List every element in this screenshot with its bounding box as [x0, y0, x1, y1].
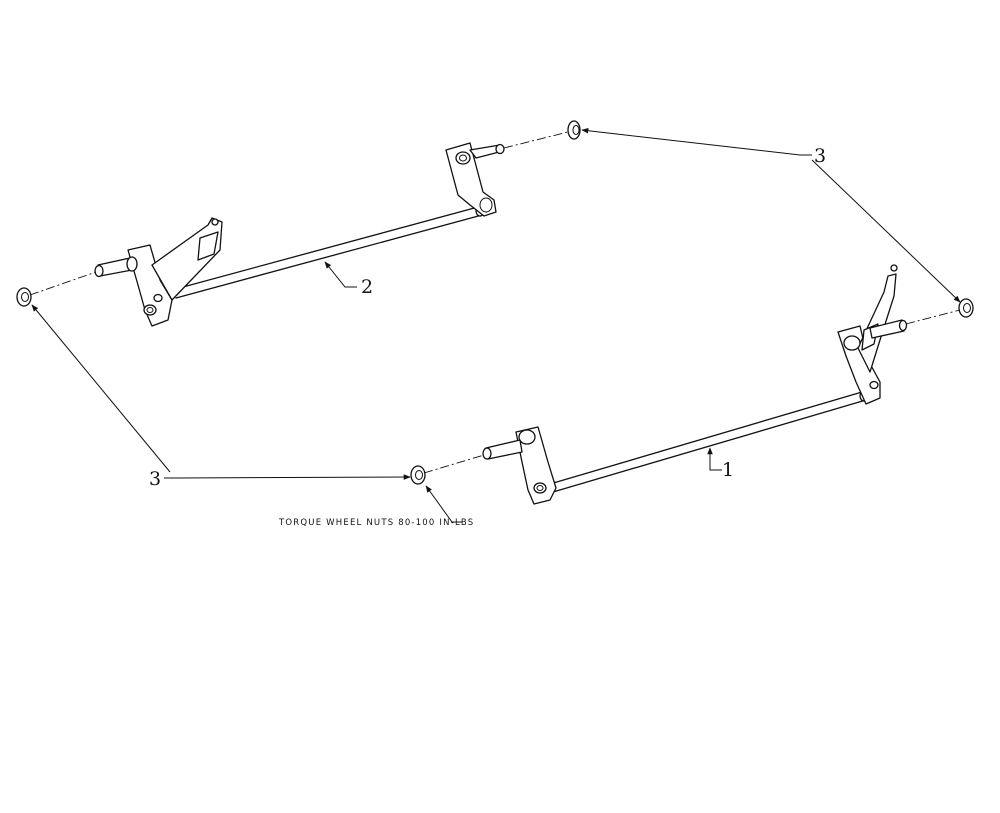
- callout-axle-front: 1: [722, 459, 734, 481]
- centerlines: [29, 131, 961, 474]
- axle-assembly-rear: [94, 142, 505, 327]
- callout-axle-rear: 2: [361, 276, 373, 298]
- axle-assembly-front: [482, 264, 908, 505]
- wheel-nut-left: [16, 287, 32, 307]
- callout-nut-top: 3: [814, 145, 826, 167]
- leader-lines: [31, 127, 961, 523]
- wheel-nut-top: [567, 120, 581, 140]
- spindle-bracket-front-left: [482, 426, 557, 505]
- wheel-nut-bottom: [410, 465, 426, 485]
- wheel-nut-right: [958, 298, 974, 318]
- spindle-bracket-front-right: [837, 264, 908, 405]
- spindle-bracket-rear-right: [445, 142, 505, 217]
- axle-rod-front: [549, 390, 869, 493]
- callout-nut-bottom: 3: [149, 468, 161, 490]
- torque-note: TORQUE WHEEL NUTS 80-100 IN-LBS: [278, 518, 474, 528]
- spindle-bracket-rear-left: [94, 217, 223, 327]
